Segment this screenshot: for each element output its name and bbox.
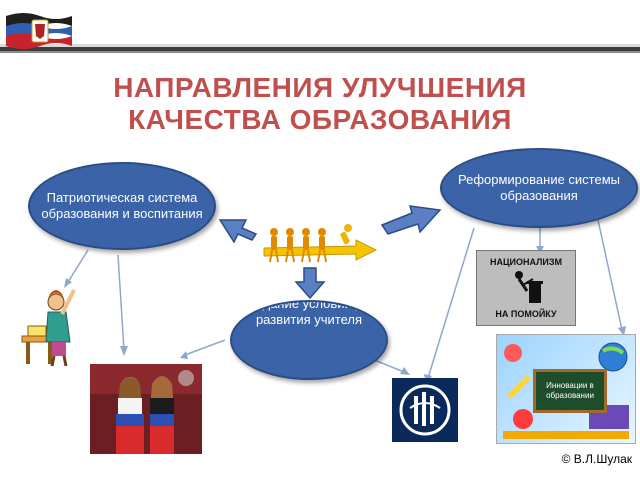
arrow-to-left-node	[218, 219, 258, 244]
title-line-1: НАПРАВЛЕНИЯ УЛУЧШЕНИЯ	[113, 72, 527, 103]
anti-nationalism-sign: НАЦИОНАЛИЗМ НА ПОМОЙКУ	[476, 250, 576, 326]
students-photo	[90, 364, 202, 454]
sign-text-top: НАЦИОНАЛИЗМ	[489, 257, 563, 267]
node-teacher-development-label: Создание условий для развития учителя	[240, 300, 378, 327]
board-frame: Инновации в образовании	[533, 369, 607, 413]
teacher-clipart-icon	[21, 289, 76, 367]
node-patriotic-education-label: Патриотическая система образования и вос…	[41, 190, 203, 221]
thin-arrowheads	[64, 246, 626, 384]
title-line-2: КАЧЕСТВА ОБРАЗОВАНИЯ	[128, 104, 512, 135]
node-patriotic-education: Патриотическая система образования и вос…	[28, 162, 216, 250]
arrow-to-right-node	[380, 205, 442, 235]
innovation-board-image: Инновации в образовании	[496, 334, 636, 444]
node-reform-education-label: Реформирование системы образования	[458, 172, 620, 203]
node-reform-education: Реформирование системы образования	[440, 148, 638, 228]
arrow-to-center-node	[294, 267, 326, 300]
school-supplies-icon	[503, 342, 629, 439]
logo-icon	[392, 378, 458, 442]
team-arrow-icon	[263, 224, 378, 263]
copyright-text: © В.Л.Шулак	[561, 452, 632, 466]
node-teacher-development: Создание условий для развития учителя	[230, 300, 388, 380]
trash-bin-icon	[515, 271, 543, 303]
board-text-1: Инновации в	[546, 381, 594, 390]
flag-icon	[6, 13, 72, 49]
board-text-2: образовании	[546, 391, 594, 400]
slide-title: НАПРАВЛЕНИЯ УЛУЧШЕНИЯ КАЧЕСТВА ОБРАЗОВАН…	[0, 72, 640, 136]
sign-text-bottom: НА ПОМОЙКУ	[495, 309, 557, 319]
